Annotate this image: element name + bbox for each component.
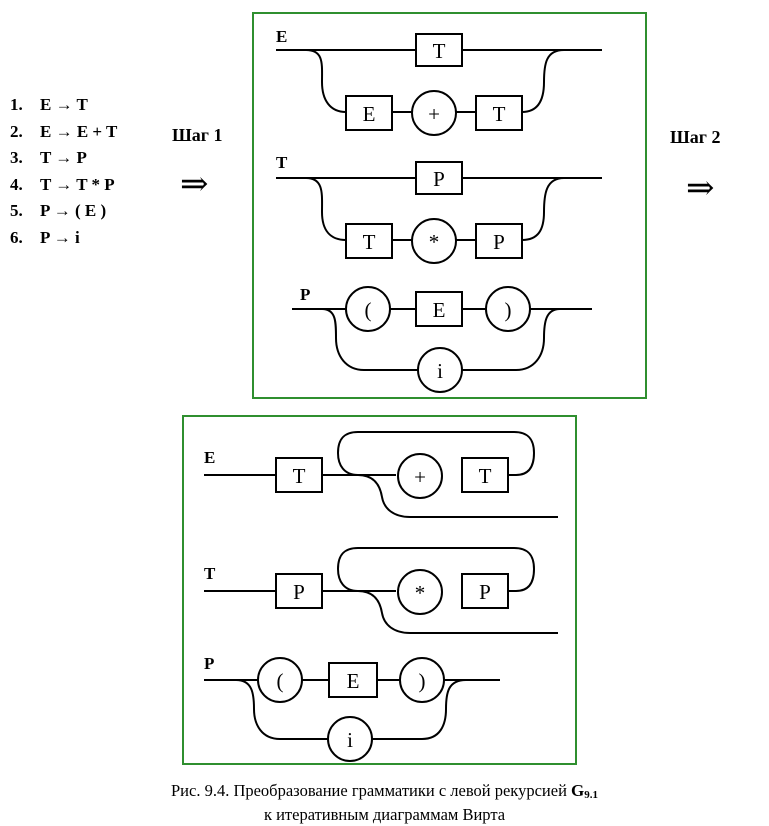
syntax-diagrams-svg: E T E + T T P T * P P bbox=[276, 27, 602, 393]
caption-grammar-index: 9.1 bbox=[584, 789, 599, 801]
diagram-p-lower-symbol: i bbox=[437, 359, 443, 383]
iter-diagram-p-nonterminal: P bbox=[204, 654, 214, 673]
iter-diagram-e: E T + T bbox=[204, 431, 558, 518]
iter-diagram-e-loop-arc bbox=[336, 431, 536, 476]
rule-text: P → i bbox=[40, 227, 80, 247]
iter-diagram-t-nonterminal: T bbox=[204, 564, 216, 583]
rule-number: 6. bbox=[10, 227, 23, 247]
iter-diagram-t-loop-arc bbox=[336, 547, 536, 592]
iter-diagram-p-upper-box bbox=[328, 662, 378, 698]
iter-diagram-t-loop-symbol-1: * bbox=[415, 581, 426, 605]
iter-diagram-e-exit-line bbox=[357, 474, 558, 518]
diagram-e-lower-box-1 bbox=[345, 95, 393, 131]
iter-diagram-p-lower-symbol: i bbox=[347, 728, 353, 752]
grammar-rule: 4. T → T * P bbox=[10, 172, 117, 199]
grammar-rule: 3. T → P bbox=[10, 145, 117, 172]
iter-diagram-e-loop-circle bbox=[397, 453, 443, 499]
diagram-p-upper-symbol-2: E bbox=[433, 298, 446, 322]
diagram-e: E T E + T bbox=[276, 27, 602, 136]
diagram-p-upper-circle-1 bbox=[345, 286, 391, 332]
rule-number: 1. bbox=[10, 95, 23, 114]
diagram-t-lower-box-1 bbox=[345, 223, 393, 259]
step2-arrow: ⇒ bbox=[686, 170, 715, 207]
rule-text: E → E + T bbox=[40, 121, 118, 141]
diagram-e-lower-symbol-2: + bbox=[428, 102, 440, 126]
rule-text: E → T bbox=[40, 95, 88, 114]
grammar-rule: 2. E → E + T bbox=[10, 119, 117, 146]
diagram-p-upper-box bbox=[415, 291, 463, 327]
diagram-p-upper-circle-2 bbox=[485, 286, 531, 332]
diagram-t-nonterminal: T bbox=[276, 153, 288, 172]
iter-diagram-p-lower-circle bbox=[327, 716, 373, 762]
syntax-diagrams-panel: E T E + T T P T * P P bbox=[252, 12, 647, 399]
caption-grammar-name: G9.1 bbox=[571, 781, 599, 801]
diagram-e-lower-symbol-1: E bbox=[363, 102, 376, 126]
iter-diagram-t-head-box bbox=[275, 573, 323, 609]
diagram-t-upper-box bbox=[415, 161, 463, 195]
iter-diagram-p-upper-symbol-3: ) bbox=[419, 669, 426, 693]
diagram-t-lower-circle bbox=[411, 218, 457, 264]
iter-diagram-p-upper-circle-1 bbox=[257, 657, 303, 703]
grammar-rule: 1. E → T bbox=[10, 92, 117, 119]
iter-diagram-t-head-symbol: P bbox=[293, 580, 305, 604]
caption-prefix: Рис. 9.4. Преобразование грамматики с ле… bbox=[170, 781, 567, 800]
diagram-p: P ( E ) i bbox=[292, 285, 592, 393]
iter-diagram-e-head-symbol: T bbox=[293, 464, 306, 488]
diagram-t-upper-symbol: P bbox=[433, 167, 445, 191]
iter-diagram-e-loop-box bbox=[461, 457, 509, 493]
diagram-e-nonterminal: E bbox=[276, 27, 287, 46]
iterative-diagrams-panel: E T + T T P * P P bbox=[182, 415, 577, 765]
iter-diagram-e-loop-symbol-2: T bbox=[479, 464, 492, 488]
diagram-p-lower-circle bbox=[417, 347, 463, 393]
grammar-rules-list: 1.E → T 2.E → E + T 3.T → P 4.T → T * P … bbox=[10, 92, 117, 251]
diagram-e-lower-box-2 bbox=[475, 95, 523, 131]
iter-diagram-t-exit-line bbox=[357, 590, 558, 634]
diagram-p-upper-symbol-3: ) bbox=[505, 298, 512, 322]
iter-diagram-t-loop-box bbox=[461, 573, 509, 609]
rule-number: 3. bbox=[10, 148, 23, 167]
iter-diagram-p-upper-symbol-1: ( bbox=[277, 669, 284, 693]
diagram-e-upper-symbol: T bbox=[433, 39, 446, 63]
diagram-e-upper-box bbox=[415, 33, 463, 67]
iter-diagram-p: P ( E ) i bbox=[204, 654, 500, 762]
rule-text: T → T * P bbox=[40, 174, 115, 194]
grammar-rule: 5. P → ( E ) bbox=[10, 198, 117, 225]
rule-number: 4. bbox=[10, 174, 23, 194]
iter-diagram-e-head-box bbox=[275, 457, 323, 493]
step1-label: Шаг 1 bbox=[172, 125, 223, 145]
iter-diagram-t-loop-circle bbox=[397, 569, 443, 615]
grammar-rule: 6. P → i bbox=[10, 225, 117, 252]
diagram-p-upper-symbol-1: ( bbox=[365, 298, 372, 322]
step2-label: Шаг 2 bbox=[670, 127, 721, 147]
figure-caption: Рис. 9.4. Преобразование грамматики с ле… bbox=[0, 780, 769, 825]
iter-diagram-t-loop-symbol-2: P bbox=[479, 580, 491, 604]
rule-text: P → ( E ) bbox=[40, 201, 107, 220]
iter-diagram-e-nonterminal: E bbox=[204, 448, 215, 467]
iter-diagram-p-upper-circle-2 bbox=[399, 657, 445, 703]
diagram-t-lower-box-2 bbox=[475, 223, 523, 259]
caption-line-1: Рис. 9.4. Преобразование грамматики с ле… bbox=[0, 780, 769, 804]
iter-diagram-p-upper-symbol-2: E bbox=[347, 669, 360, 693]
rule-number: 5. bbox=[10, 201, 23, 220]
diagram-t-lower-symbol-1: T bbox=[363, 230, 376, 254]
diagram-e-lower-symbol-3: T bbox=[493, 102, 506, 126]
iterative-diagrams-svg: E T + T T P * P P bbox=[204, 431, 558, 762]
diagram-e-lower-circle bbox=[411, 90, 457, 136]
iter-diagram-t: T P * P bbox=[204, 547, 558, 634]
iter-diagram-e-loop-symbol-1: + bbox=[414, 465, 426, 489]
diagram-t: T P T * P bbox=[276, 153, 602, 264]
diagram-t-lower-symbol-3: P bbox=[493, 230, 505, 254]
step1-arrow: ⇒ bbox=[180, 166, 209, 203]
rule-text: T → P bbox=[40, 148, 87, 167]
rule-number: 2. bbox=[10, 121, 23, 141]
diagram-p-nonterminal: P bbox=[300, 285, 310, 304]
diagram-t-lower-symbol-2: * bbox=[429, 230, 440, 254]
caption-line-2: к итеративным диаграммам Вирта bbox=[263, 805, 506, 824]
